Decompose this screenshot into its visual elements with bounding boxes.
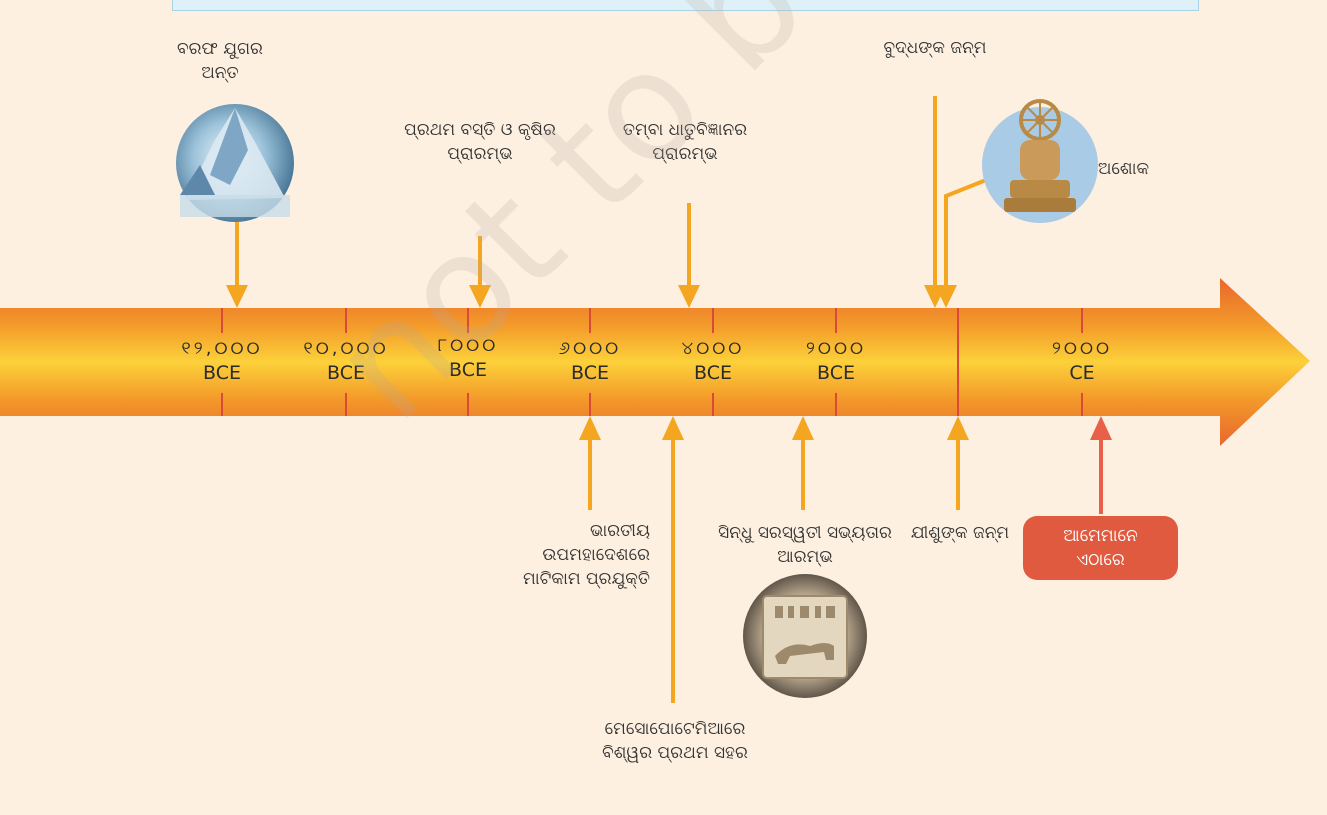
ashoka-lion-capital-image	[982, 99, 1098, 223]
pointers-above	[226, 96, 987, 308]
event-ashoka: ଅଶୋକ	[1098, 159, 1150, 179]
event-ice-age-end: ବରଫ ଯୁଗର ଅନ୍ତ	[177, 39, 263, 83]
event-mesopotamia-first-city: ମେସୋପୋଟେମିଆରେ ବିଶ୍ୱର ପ୍ରଥମ ସହର	[602, 719, 748, 763]
event-buddha-birth: ବୁଦ୍ଧଙ୍କ ଜନ୍ମ	[883, 38, 987, 58]
event-indus-saraswati-civilization: ସିନ୍ଧୁ ସରସ୍ୱତୀ ସଭ୍ୟତାର ଆରମ୍ଭ	[718, 523, 892, 567]
event-pottery-indian-subcontinent: ଭାରତୀୟ ଉପମହାଦେଶରେ ମାଟିକାମ ପ୍ରଯୁକ୍ତି	[523, 521, 650, 589]
top-panel-edge	[172, 0, 1199, 11]
we-are-here-badge: ଆମେମାନେ ଏଠାରେ	[1023, 516, 1178, 580]
event-jesus-birth: ଯୀଶୁଙ୍କ ଜନ୍ମ	[910, 523, 1010, 543]
pointers-below	[579, 416, 969, 703]
indus-seal-image	[743, 574, 867, 698]
event-copper-metallurgy: ତମ୍ବା ଧାତୁବିଜ୍ଞାନର ପ୍ରାରମ୍ଭ	[622, 120, 748, 164]
timeline-arrow	[0, 278, 1310, 446]
tick-lines	[221, 308, 1083, 416]
pointer-here	[1090, 416, 1112, 514]
ice-age-image	[176, 104, 294, 222]
event-first-settlements-agriculture: ପ୍ରଥମ ବସ୍ତି ଓ କୃଷିର ପ୍ରାରମ୍ଭ	[404, 120, 556, 164]
